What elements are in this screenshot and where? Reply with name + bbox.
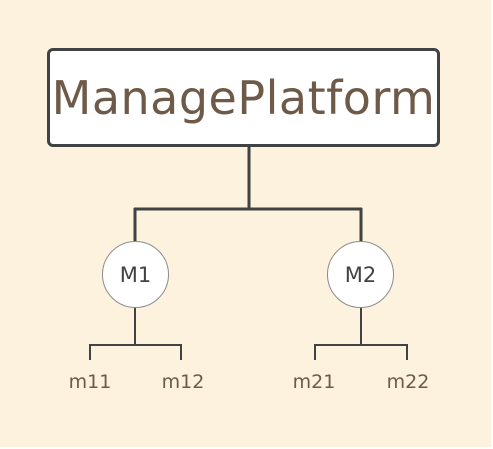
module-node-label: M2 <box>344 262 377 287</box>
root-node-label: ManagePlatform <box>51 70 436 125</box>
leaf-label-m21: m21 <box>292 371 336 393</box>
root-node: ManagePlatform <box>47 48 440 147</box>
leaf-label-m11: m11 <box>68 371 112 393</box>
leaf-label-m22: m22 <box>386 371 430 393</box>
module-node-label: M1 <box>119 262 152 287</box>
module-node-m2: M2 <box>327 241 394 308</box>
module-node-m1: M1 <box>102 241 169 308</box>
leaf-label-m12: m12 <box>161 371 205 393</box>
